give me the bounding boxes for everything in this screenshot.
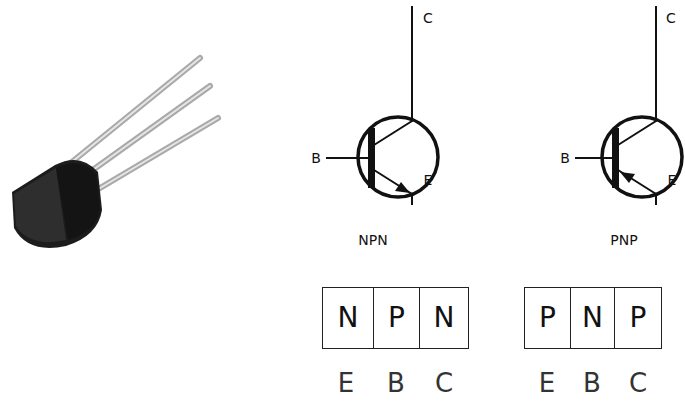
lead-highlight	[90, 118, 218, 194]
region-letter: N	[434, 304, 455, 332]
emitter-arrow	[395, 182, 410, 193]
collector-lead	[374, 6, 412, 145]
semiconductor-region: N	[570, 287, 616, 349]
lead	[90, 118, 218, 194]
terminal-label: E	[424, 173, 433, 187]
type-caption: NPN	[358, 233, 387, 247]
terminal-label: B	[311, 151, 321, 165]
semiconductor-region: N	[322, 287, 374, 349]
base-bar	[612, 128, 619, 188]
terminal-label: C	[423, 11, 433, 25]
base-lead	[326, 157, 370, 159]
semiconductor-region: N	[419, 287, 469, 349]
region-terminal-label: B	[583, 370, 601, 396]
region-letter: P	[539, 304, 556, 332]
region-terminal-label: E	[338, 370, 354, 396]
base-bar	[368, 128, 375, 188]
emitter-lead	[618, 170, 656, 205]
terminal-label: B	[560, 151, 570, 165]
pnp-symbol	[575, 6, 682, 205]
region-terminal-label: C	[629, 370, 647, 396]
collector-lead	[618, 6, 656, 145]
region-letter: P	[630, 304, 647, 332]
emitter-lead	[374, 170, 412, 205]
semiconductor-region: P	[524, 287, 571, 349]
transistor-round-side	[56, 163, 100, 240]
transistor-photo	[12, 58, 218, 248]
region-terminal-label: B	[387, 370, 405, 396]
region-terminal-label: C	[435, 370, 453, 396]
region-letter: N	[338, 304, 359, 332]
region-terminal-label: E	[539, 370, 555, 396]
region-letter: N	[582, 304, 603, 332]
emitter-arrow	[620, 172, 635, 183]
npn-symbol	[326, 6, 438, 205]
type-caption: PNP	[610, 233, 637, 247]
lead	[62, 58, 200, 170]
terminal-label: E	[668, 173, 677, 187]
base-lead	[575, 157, 614, 159]
transistor-body	[12, 160, 102, 248]
lead-highlight	[62, 58, 200, 170]
region-letter: P	[388, 304, 405, 332]
terminal-label: C	[666, 11, 676, 25]
semiconductor-region: P	[373, 287, 421, 349]
semiconductor-region: P	[614, 287, 662, 349]
